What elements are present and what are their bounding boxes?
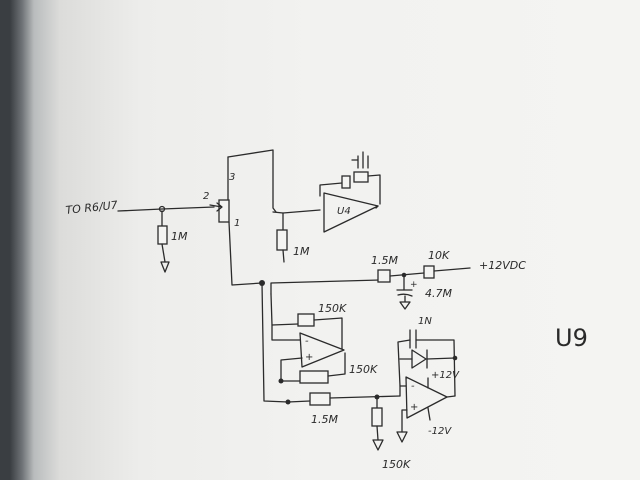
ground-symbol-input xyxy=(160,261,170,273)
right-opamp-plus: + xyxy=(410,402,418,413)
r-1m5-top-label: 1.5M xyxy=(371,254,398,267)
minus12-label: -12V xyxy=(428,426,452,437)
pot-wiper-arrow xyxy=(209,202,223,212)
u4-feedback-right xyxy=(367,174,381,205)
pot-section: 2 3 1 1M xyxy=(203,149,321,286)
supply-line-mid xyxy=(389,272,425,277)
pot-pin2-label: 2 xyxy=(203,191,209,202)
wiper-resistor xyxy=(276,229,288,251)
u4-section: U4 xyxy=(319,151,381,233)
lower-mid-right xyxy=(327,352,346,377)
input-wire xyxy=(117,206,215,212)
right-node-b xyxy=(452,355,458,361)
u4-label: U4 xyxy=(337,206,351,217)
bottom-r-lead-bot xyxy=(376,425,379,441)
right-vminus xyxy=(427,407,431,421)
lower-inv-input xyxy=(271,324,301,341)
r-150k-bottom-label: 150K xyxy=(382,458,411,471)
u4-fb-resistor xyxy=(353,171,369,183)
pot-pin1-label: 1 xyxy=(234,218,240,229)
input-resistor xyxy=(157,225,168,245)
u4-output-wire xyxy=(375,205,379,209)
u4-feedback-left xyxy=(319,182,343,197)
supply-section: 1.5M 10K +12VDC + 4.7M xyxy=(270,249,526,310)
right-opamp-triangle xyxy=(405,376,448,419)
lower-bus-left xyxy=(261,282,289,403)
right-output xyxy=(446,395,456,398)
right-fb-top xyxy=(415,339,456,397)
lower-bottom-wire xyxy=(287,400,311,403)
r-150k-top xyxy=(297,313,315,327)
u4-fb-cap-plates xyxy=(351,151,369,169)
right-inv-input xyxy=(399,385,407,397)
supply-line-right xyxy=(433,267,471,272)
pot-body xyxy=(218,199,230,223)
diode-body xyxy=(411,349,428,369)
lower-fb-top xyxy=(270,293,299,326)
cap-label: 4.7M xyxy=(425,287,452,300)
cap-plates xyxy=(396,289,413,297)
plus12-label: +12V xyxy=(431,370,460,381)
r-150k-bottom xyxy=(371,407,383,427)
ground-symbol-right xyxy=(396,431,408,443)
right-diode-out xyxy=(426,357,456,360)
wiper-r-lead-bot xyxy=(282,249,285,263)
u4-triangle xyxy=(323,192,379,233)
right-noninv-input xyxy=(401,409,408,433)
lower-fb-top-right xyxy=(313,317,343,350)
pot-pin3-label: 3 xyxy=(229,172,235,183)
lower-opamp-plus: + xyxy=(305,352,313,363)
lower-bottom-right xyxy=(329,395,401,399)
lower-opamp-section: 150K - + 150K 1.5M xyxy=(261,282,401,426)
wiper-to-u4 xyxy=(272,209,321,214)
pot-bottom-wire xyxy=(228,221,263,286)
diode-label: 1N xyxy=(418,316,432,327)
supply-label: +12VDC xyxy=(479,259,526,272)
r-1m5-bottom-label: 1.5M xyxy=(311,413,338,426)
r-10k xyxy=(423,265,435,279)
wiper-r-label: 1M xyxy=(293,245,310,258)
input-section: TO R6/U7 1M xyxy=(65,199,215,273)
pot-enclosure xyxy=(227,149,277,213)
lower-opamp-triangle xyxy=(299,332,345,368)
lower-noninv xyxy=(280,357,303,382)
right-opamp-minus: - xyxy=(411,381,415,392)
input-r-label: 1M xyxy=(171,230,188,243)
cap-plus: + xyxy=(410,280,418,290)
right-opamp-section: 150K - + 1N +12V -12V xyxy=(371,316,460,471)
u4-fb-cap-left xyxy=(341,175,351,189)
page-tag: U9 xyxy=(555,324,588,352)
r-1m5-bottom xyxy=(309,392,331,406)
fb-cap-plates xyxy=(409,329,417,349)
input-label: TO R6/U7 xyxy=(65,199,118,217)
r-10k-label: 10K xyxy=(428,249,450,262)
r-150k-top-label: 150K xyxy=(318,302,347,315)
r-1m5-top xyxy=(377,269,391,283)
r-150k-mid-label: 150K xyxy=(349,363,378,376)
cap-ground xyxy=(399,295,411,310)
right-fb-left xyxy=(397,339,411,387)
supply-line-left xyxy=(270,279,381,295)
r-150k-mid xyxy=(299,370,329,384)
input-r-lead-bot xyxy=(161,243,166,263)
ground-symbol-bottom xyxy=(372,439,384,451)
lower-opamp-minus: - xyxy=(305,336,309,347)
